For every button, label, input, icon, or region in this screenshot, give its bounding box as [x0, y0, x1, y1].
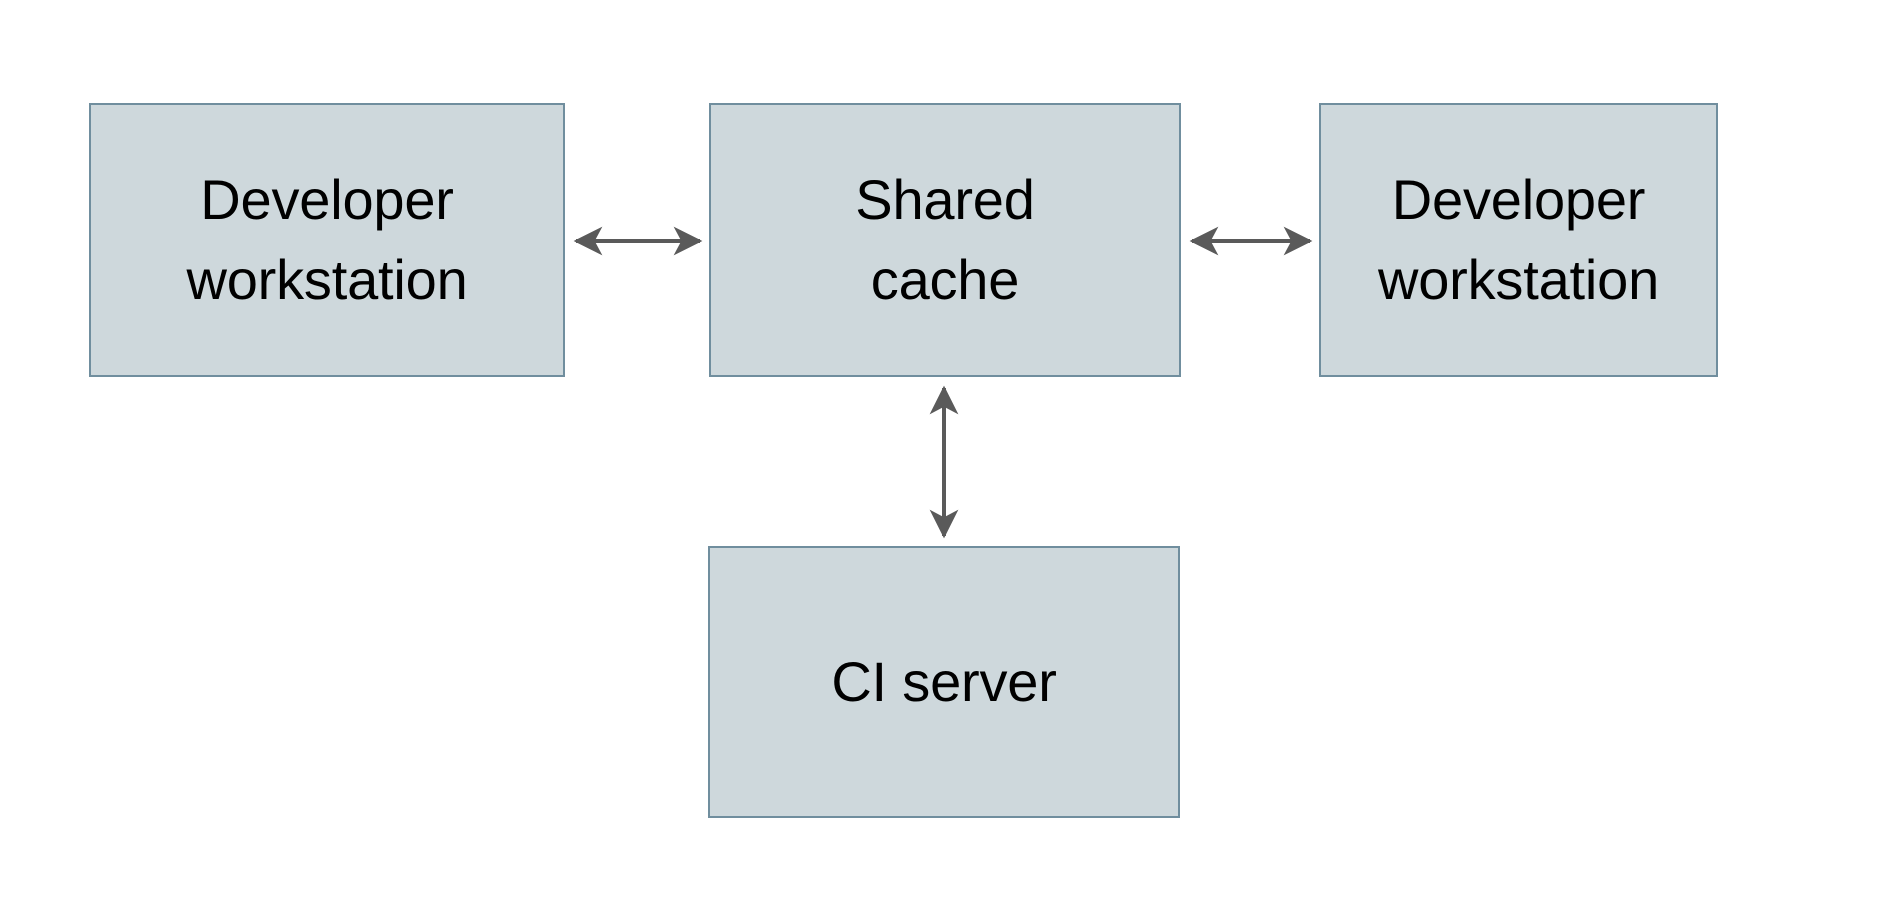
connector-dev-left-to-shared-cache — [573, 226, 703, 256]
node-shared-cache[interactable]: Shared cache — [709, 103, 1181, 377]
connector-shared-cache-to-dev-right — [1189, 226, 1313, 256]
node-label: CI server — [831, 650, 1057, 714]
node-label: Developer workstation — [1377, 168, 1660, 311]
node-developer-workstation-right[interactable]: Developer workstation — [1319, 103, 1718, 377]
connector-shared-cache-to-ci-server — [929, 385, 959, 539]
node-label: Shared cache — [855, 168, 1035, 311]
node-ci-server[interactable]: CI server — [708, 546, 1180, 818]
node-developer-workstation-left[interactable]: Developer workstation — [89, 103, 565, 377]
node-label: Developer workstation — [186, 168, 468, 311]
